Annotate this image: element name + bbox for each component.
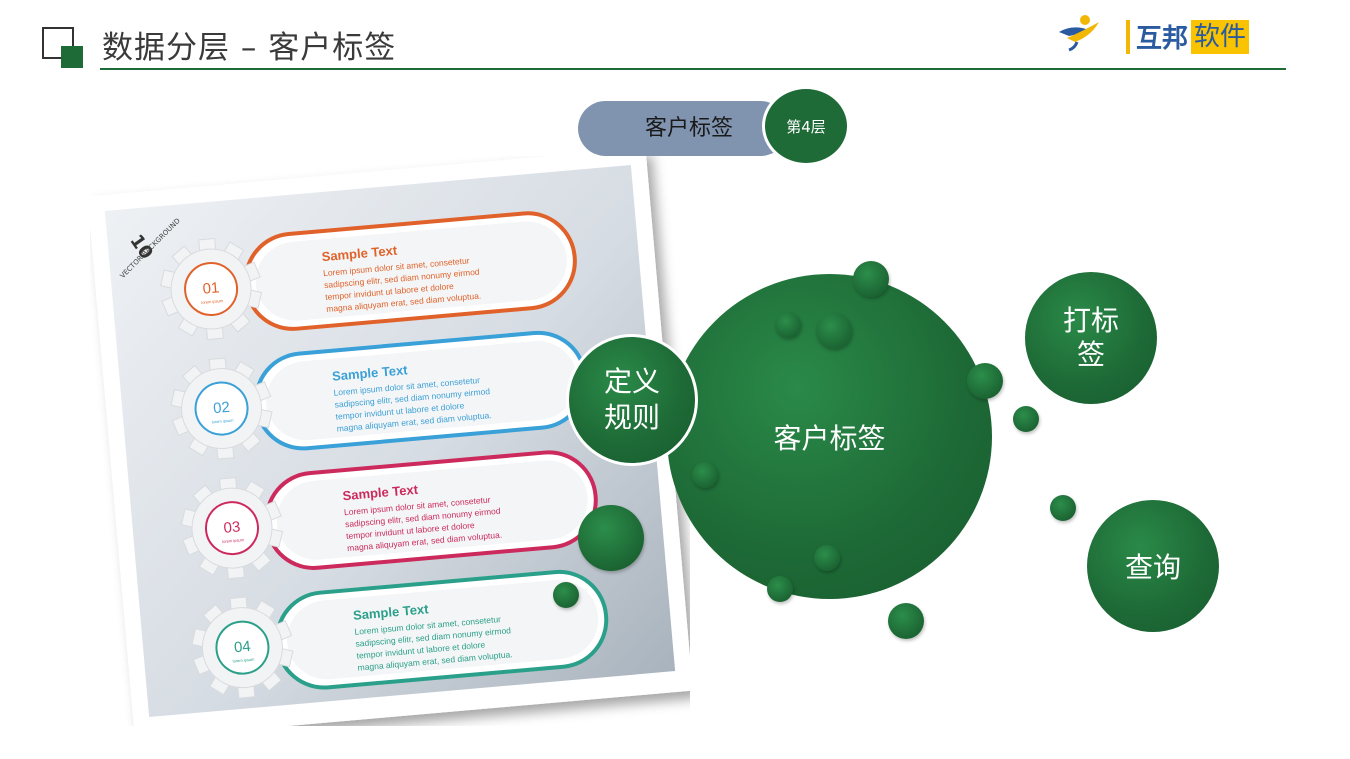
row-title: Sample Text <box>331 362 408 384</box>
header-divider <box>100 68 1286 70</box>
row-number: 01 <box>202 279 220 297</box>
decor-dot <box>775 312 801 338</box>
header-square-outline <box>42 27 74 59</box>
logo-text-primary: 互邦 <box>1136 24 1189 54</box>
decor-dot <box>1050 495 1076 521</box>
bubble-query-label: 查询 <box>1124 551 1181 584</box>
row-banner-inner <box>287 580 599 680</box>
decor-dot <box>888 603 924 639</box>
logo-text-secondary: 软件 <box>1191 19 1250 54</box>
layer-pill-label: 客户标签 <box>644 116 733 141</box>
bubble-query: 查询 <box>1087 500 1219 632</box>
row-banner-inner <box>266 340 578 441</box>
row-number-caption: lorem ipsum <box>201 298 224 305</box>
header-square-fill <box>61 46 83 68</box>
row-title: Sample Text <box>352 601 429 623</box>
bubble-define-rules: 定义 规则 <box>566 334 698 466</box>
row-number-caption: lorem ipsum <box>212 418 235 425</box>
page-title: 数据分层 – 客户标签 <box>102 30 397 66</box>
company-logo: 互邦 软件 <box>1126 19 1250 54</box>
bubble-define-rules-label: 定义 规则 <box>603 365 660 434</box>
decor-dot <box>767 576 793 602</box>
bubble-tagging-label: 打标 签 <box>1062 304 1119 371</box>
layer-badge: 第4层 <box>762 86 850 166</box>
decor-dot <box>692 462 718 488</box>
gear-badge <box>215 620 270 675</box>
decor-dot <box>853 261 889 297</box>
layer-pill <box>578 101 788 156</box>
row-number-caption: lorem ipsum <box>232 657 255 664</box>
row-number: 03 <box>223 518 241 536</box>
decor-dot <box>578 505 644 571</box>
row-number: 02 <box>212 399 230 417</box>
row-banner-inner <box>255 221 567 321</box>
decor-dot <box>553 582 579 608</box>
row-title: Sample Text <box>342 482 419 504</box>
row-number: 04 <box>233 638 251 656</box>
decor-dot <box>814 545 840 571</box>
row-banner-inner <box>276 460 588 560</box>
decor-dot <box>967 363 1003 399</box>
gear-badge <box>204 501 259 556</box>
decor-dot <box>816 313 852 349</box>
gear-badge <box>184 262 239 317</box>
decor-dot <box>1013 406 1039 432</box>
logo-figure-icon <box>1059 15 1099 52</box>
gear-badge <box>194 381 249 436</box>
row-number-caption: lorem ipsum <box>222 537 245 544</box>
main-bubble-label: 客户标签 <box>773 421 886 455</box>
row-title: Sample Text <box>321 243 398 265</box>
bubble-tagging: 打标 签 <box>1025 272 1157 404</box>
logo-bar <box>1126 19 1130 54</box>
